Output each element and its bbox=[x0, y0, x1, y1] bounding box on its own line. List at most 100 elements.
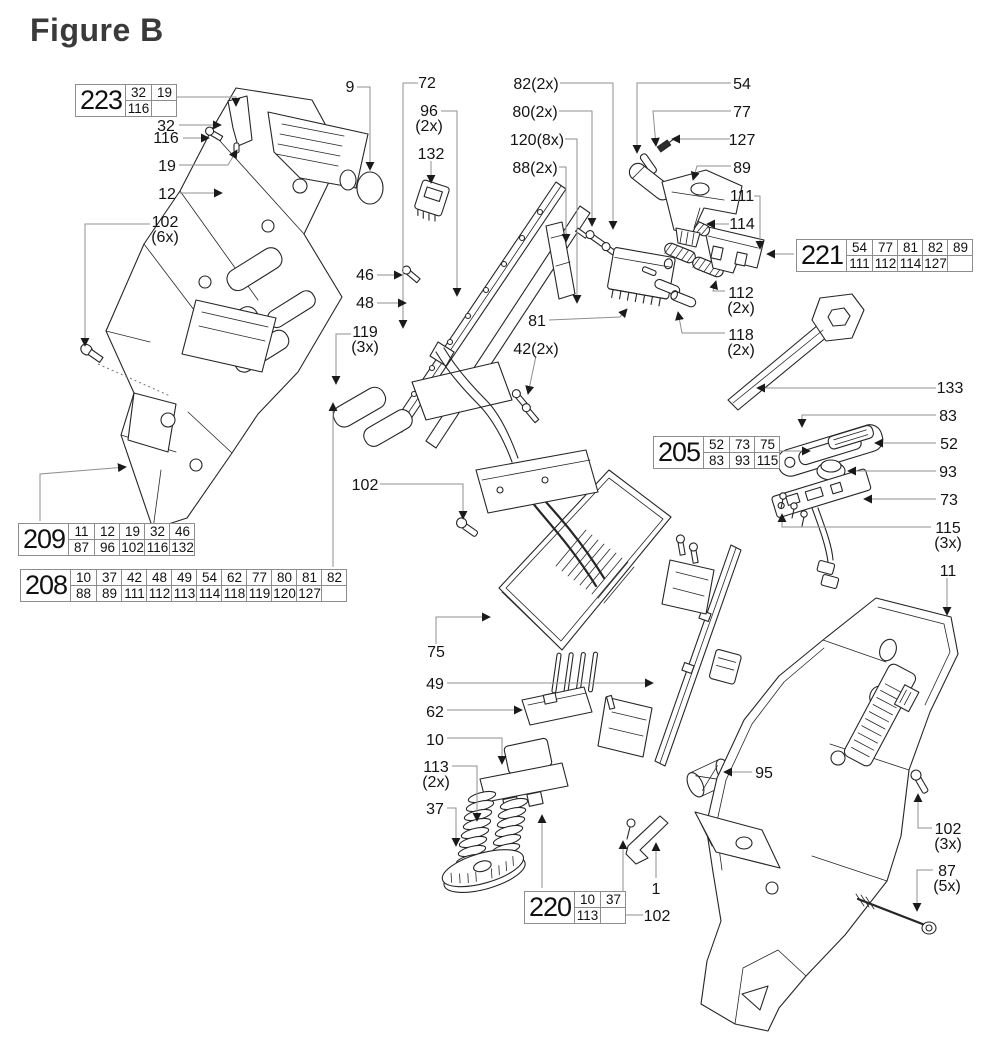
part-rail-49 bbox=[654, 544, 742, 767]
leader-lines bbox=[39, 82, 952, 916]
callout-1208x: 120(8x) bbox=[509, 132, 565, 149]
ref-cell: 77 bbox=[246, 570, 273, 586]
callout-113: 113 (2x) bbox=[422, 759, 450, 791]
callout-882x: 88(2x) bbox=[512, 160, 558, 177]
callout-46: 46 bbox=[356, 267, 374, 284]
callout-83: 83 bbox=[939, 408, 957, 425]
ref-cell: 19 bbox=[151, 85, 178, 101]
ref-cell: 54 bbox=[196, 570, 223, 586]
callout-19: 19 bbox=[158, 158, 176, 175]
callout-822x: 82(2x) bbox=[513, 76, 559, 93]
callout-11: 11 bbox=[939, 563, 957, 580]
ref-cell: 118 bbox=[221, 586, 247, 601]
ref-cell: 52 bbox=[704, 437, 730, 453]
part-grommet bbox=[339, 169, 384, 205]
part-module-81 bbox=[607, 247, 676, 307]
callout-87: 87 (5x) bbox=[933, 863, 961, 895]
part-cover-9 bbox=[267, 111, 369, 189]
ref-cell: 113 bbox=[576, 908, 599, 923]
ref-cell: 87 bbox=[74, 540, 90, 555]
ref-cell: 82 bbox=[922, 240, 949, 256]
callout-95: 95 bbox=[755, 765, 773, 782]
callout-132: 132 bbox=[417, 146, 445, 163]
ref-cell: 12 bbox=[94, 524, 121, 540]
ref-cell: 11 bbox=[69, 524, 95, 540]
callout-802x: 80(2x) bbox=[512, 104, 558, 121]
part-pins-118 bbox=[641, 266, 697, 308]
ref-cell: 89 bbox=[96, 586, 122, 601]
ref-cell: 114 bbox=[897, 256, 923, 271]
callout-102: 102 bbox=[351, 477, 379, 494]
ref-cell: 116 bbox=[144, 540, 170, 555]
ref-cell: 102 bbox=[119, 540, 145, 555]
callout-93: 93 bbox=[939, 464, 957, 481]
ref-cell: 127 bbox=[922, 256, 948, 271]
callout-52: 52 bbox=[940, 436, 958, 453]
ref-cell: 10 bbox=[71, 570, 97, 586]
callout-111: 111 bbox=[729, 188, 755, 205]
part-logo-plate bbox=[843, 663, 917, 767]
ref-cell: 93 bbox=[729, 453, 755, 468]
ref-cell: 82 bbox=[321, 570, 348, 586]
part-screw-102-right bbox=[910, 769, 929, 794]
ref-cell: 37 bbox=[96, 570, 123, 586]
part-plate-52 bbox=[827, 424, 875, 450]
callout-422x: 42(2x) bbox=[513, 341, 559, 358]
ref-cell: 32 bbox=[144, 524, 171, 540]
part-lever-assembly-89 bbox=[628, 139, 743, 248]
part-screw-116 bbox=[205, 126, 224, 142]
ref-cell: 88 bbox=[76, 586, 92, 601]
part-chassis-11 bbox=[694, 597, 959, 1032]
callout-72: 72 bbox=[418, 75, 436, 92]
part-screws-115 bbox=[779, 492, 808, 527]
callout-1: 1 bbox=[651, 881, 661, 898]
callout-49: 49 bbox=[426, 676, 444, 693]
ref-table-id: 223 bbox=[80, 85, 123, 115]
callout-54: 54 bbox=[733, 76, 751, 93]
callout-12: 12 bbox=[158, 186, 176, 203]
part-connector-mid bbox=[708, 649, 742, 685]
ref-cell: 37 bbox=[600, 892, 627, 908]
ref-cell: 10 bbox=[575, 892, 601, 908]
part-wrench-133 bbox=[727, 293, 865, 411]
callout-114: 114 bbox=[729, 216, 755, 233]
ref-cell: 81 bbox=[897, 240, 924, 256]
callout-62: 62 bbox=[426, 704, 444, 721]
ref-cell: 120 bbox=[271, 586, 297, 601]
ref-cell: 42 bbox=[121, 570, 148, 586]
ref-cell: 115 bbox=[754, 453, 780, 468]
ref-cell: 19 bbox=[119, 524, 146, 540]
ref-cell: 113 bbox=[171, 586, 197, 601]
part-gearcase-left bbox=[80, 87, 369, 530]
ref-cell: 81 bbox=[296, 570, 323, 586]
ref-cell: 62 bbox=[221, 570, 248, 586]
ref-table-id: 221 bbox=[801, 240, 844, 270]
part-plate-62 bbox=[521, 686, 593, 726]
callout-89: 89 bbox=[733, 160, 751, 177]
ref-table-id: 220 bbox=[529, 892, 572, 922]
callout-81: 81 bbox=[528, 313, 546, 330]
ref-cell: 111 bbox=[849, 256, 870, 271]
ref-cell: 89 bbox=[947, 240, 974, 256]
part-console-wires bbox=[811, 507, 840, 589]
ref-cell: 111 bbox=[121, 586, 147, 601]
part-pin-77 bbox=[639, 153, 657, 175]
callout-127: 127 bbox=[728, 132, 756, 149]
callout-37: 37 bbox=[426, 801, 444, 818]
ref-cell: 132 bbox=[169, 540, 195, 555]
ref-cell: 127 bbox=[296, 586, 322, 601]
callout-48: 48 bbox=[356, 295, 374, 312]
ref-cell bbox=[151, 101, 177, 116]
part-bracket-111 bbox=[703, 225, 765, 274]
callout-96: 96 (2x) bbox=[415, 103, 443, 135]
ref-cell bbox=[947, 256, 973, 271]
ref-cell: 119 bbox=[246, 586, 272, 601]
ref-cell: 116 bbox=[127, 101, 150, 116]
